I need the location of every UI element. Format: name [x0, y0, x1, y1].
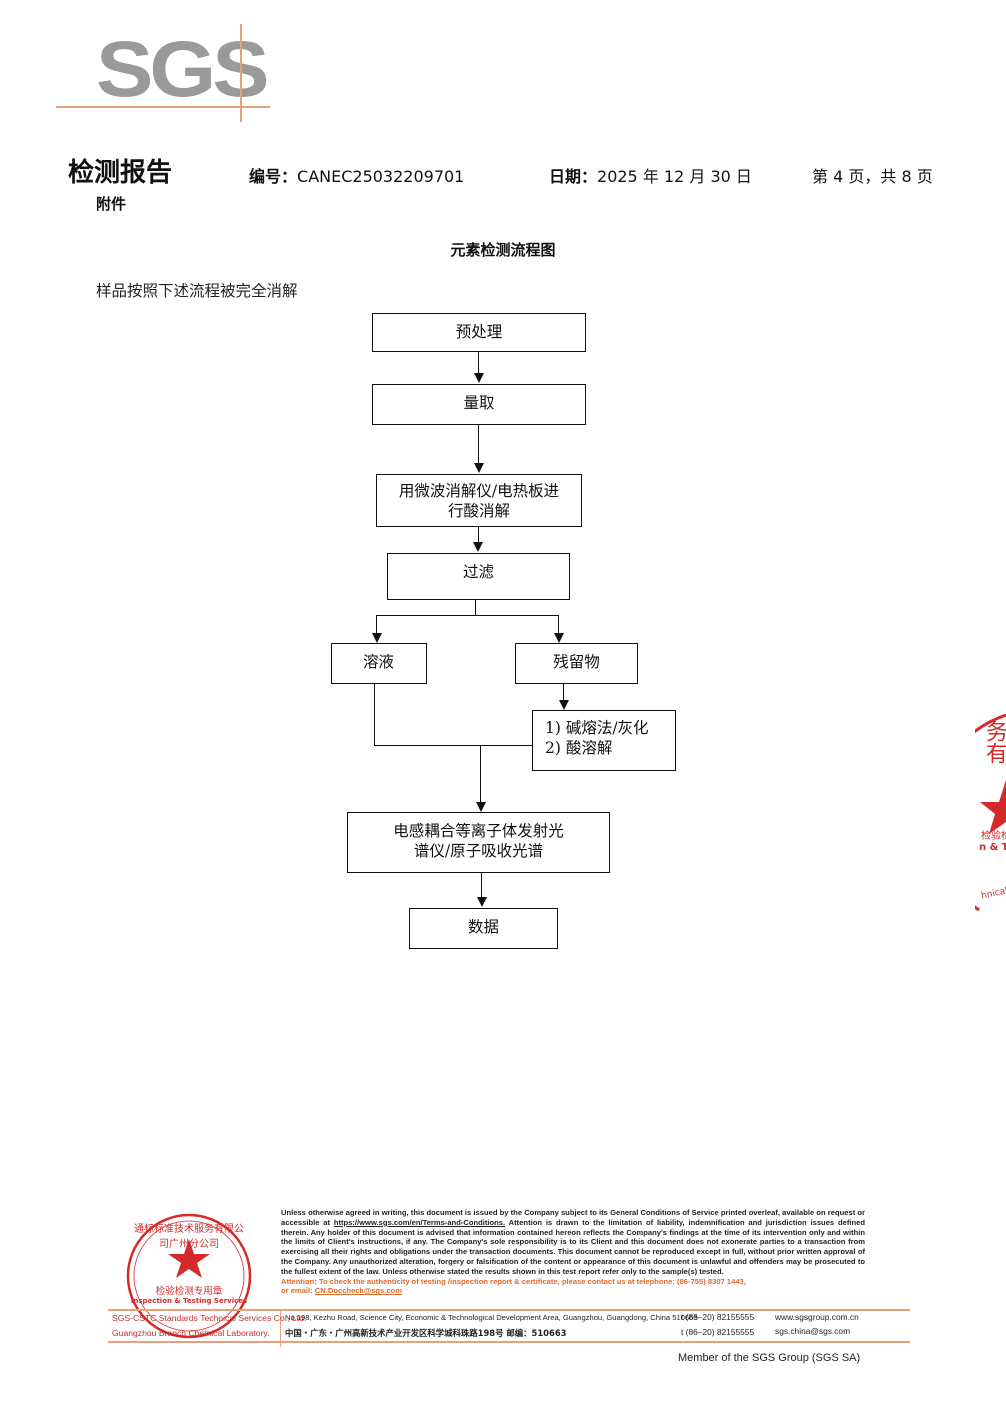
arrow-head — [476, 802, 486, 812]
arrow-head — [477, 897, 487, 907]
connector — [478, 527, 480, 543]
connector — [478, 352, 480, 374]
report-date-label: 日期： — [549, 167, 598, 186]
report-date-value: 2025 年 12 月 30 日 — [597, 167, 752, 186]
step-instrument: 电感耦合等离子体发射光 谱仪/原子吸收光谱 — [347, 812, 610, 873]
company-name-en: SGS-CSTC Standards Technical Services Co… — [112, 1313, 307, 1323]
arrow-head — [554, 633, 564, 643]
logo-vertical-rule — [240, 24, 242, 122]
connector — [480, 745, 482, 803]
arrow-head — [372, 633, 382, 643]
report-number-label: 编号： — [249, 167, 298, 186]
flowchart-intro: 样品按照下述流程被完全消解 — [96, 282, 298, 300]
step-data: 数据 — [409, 908, 558, 949]
step-digest-line2: 行酸消解 — [447, 502, 510, 520]
step-digest-line1: 用微波消解仪/电热板进 — [398, 482, 560, 500]
arrow-head — [473, 542, 483, 552]
terms-link[interactable]: https://www.sgs.com/en/Terms-and-Conditi… — [333, 1217, 506, 1227]
seal-ring-icon — [975, 713, 1006, 912]
step-residue-treatment-line1: 1) 碱熔法/灰化 — [545, 719, 649, 737]
connector — [481, 873, 483, 898]
connector-split — [376, 615, 559, 617]
seal-star-icon — [168, 1239, 210, 1278]
seal-text-fragment-2: 检验检测 — [981, 831, 1006, 842]
connector-merge — [374, 745, 532, 747]
seal-icon — [126, 1213, 252, 1339]
connector — [376, 615, 378, 633]
flowchart-title: 元素检测流程图 — [450, 241, 556, 259]
arrow-head — [474, 373, 484, 383]
arrow-head — [474, 463, 484, 473]
page-info: 第 4 页，共 8 页 — [812, 167, 933, 186]
star-icon — [980, 780, 1006, 834]
phone-1: t (86–20) 82155555 — [681, 1312, 755, 1322]
doccheck-email-link[interactable]: CN.Doccheck@sgs.com — [314, 1286, 402, 1296]
section-label: 附件 — [96, 195, 127, 213]
footer-divider — [280, 1309, 281, 1347]
step-pretreat-label: 预处理 — [455, 323, 503, 341]
step-filter-label: 过滤 — [462, 563, 494, 581]
step-residue-treatment: 1) 碱熔法/灰化 2) 酸溶解 — [532, 710, 676, 771]
company-branch-en: Guangzhou Branch Chemical Laboratory. — [112, 1328, 270, 1338]
logo-horizontal-rule — [56, 106, 270, 108]
connector — [558, 615, 560, 633]
member-statement: Member of the SGS Group (SGS SA) — [678, 1352, 861, 1364]
connector — [563, 684, 565, 701]
legal-text-2: Attention is drawn to the limitation of … — [281, 1217, 865, 1276]
seal-text-fragment-1: 务有 — [982, 720, 1006, 764]
step-measure-label: 量取 — [463, 394, 495, 412]
report-date: 日期：2025 年 12 月 30 日 — [549, 163, 752, 187]
connector — [374, 684, 376, 746]
address-en: No.198, Kezhu Road, Science City, Econom… — [285, 1313, 698, 1322]
report-number: 编号：CANEC25032209701 — [249, 163, 464, 187]
report-number-value: CANEC25032209701 — [297, 167, 465, 186]
report-title: 检测报告 — [68, 158, 173, 188]
authenticity-notice: Attention: To check the authenticity of … — [281, 1276, 746, 1286]
seal-center-text: 检验检测专用章 — [155, 1286, 223, 1297]
step-residue-treatment-line2: 2) 酸溶解 — [545, 739, 613, 757]
legal-text-1: Unless otherwise agreed in writing, this… — [281, 1208, 865, 1227]
step-digest: 用微波消解仪/电热板进 行酸消解 — [376, 474, 582, 527]
step-solution-label: 溶液 — [363, 653, 395, 671]
address-cn: 中国・广东・广州高新技术产业开发区科学城科珠路198号 邮编：510663 — [285, 1328, 567, 1338]
footer-rule-top — [108, 1309, 910, 1311]
step-instrument-line1: 电感耦合等离子体发射光 — [393, 822, 564, 840]
step-instrument-line2: 谱仪/原子吸收光谱 — [413, 842, 544, 860]
email-prefix: or email: — [281, 1286, 313, 1296]
step-solution: 溶液 — [331, 643, 427, 684]
step-pretreat: 预处理 — [372, 313, 586, 352]
step-measure: 量取 — [372, 384, 586, 425]
seal-text-fragment-3: n & Te — [979, 842, 1006, 853]
step-residue: 残留物 — [515, 643, 638, 684]
step-filter: 过滤 — [387, 553, 570, 600]
footer-seal: 通标标准技术服务有限公司广州分公司 检验检测专用章 Inspection & T… — [124, 1211, 254, 1341]
arrow-head — [559, 700, 569, 710]
seal-en-text: Inspection & Testing Services — [130, 1297, 248, 1305]
seal-ring-text: 通标标准技术服务有限公司广州分公司 — [134, 1224, 244, 1250]
phone-2: t (86–20) 82155555 — [681, 1327, 755, 1337]
website-link[interactable]: www.sgsgroup.com.cn — [775, 1312, 859, 1322]
legal-disclaimer: Unless otherwise agreed in writing, this… — [281, 1208, 865, 1296]
connector — [475, 600, 477, 616]
connector — [478, 425, 480, 463]
step-data-label: 数据 — [467, 918, 499, 936]
step-residue-label: 残留物 — [553, 653, 600, 671]
email-link[interactable]: sgs.china@sgs.com — [775, 1326, 851, 1336]
footer-rule-bottom — [108, 1341, 910, 1343]
right-edge-seal: 务有 检验检测 n & Te hnical S — [975, 710, 1006, 920]
